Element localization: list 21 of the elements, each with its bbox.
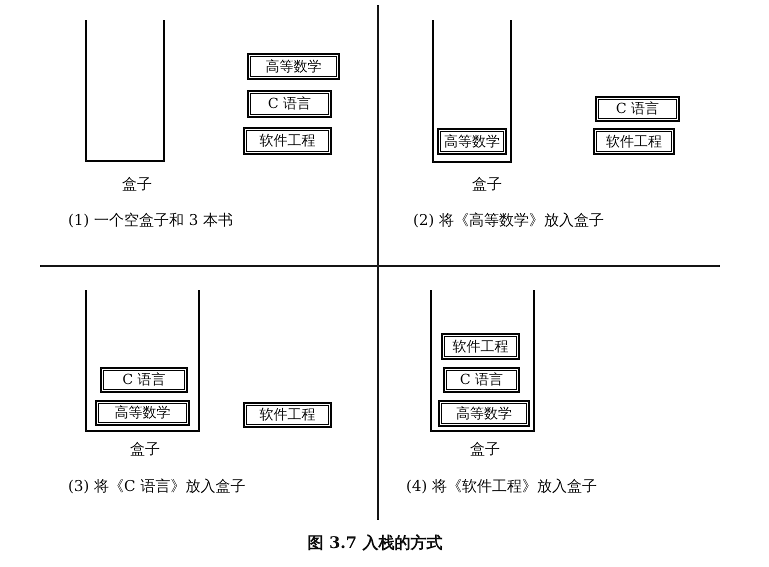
book-box: 软件工程 [593, 128, 675, 155]
book-box: C 语言 [247, 90, 332, 118]
book-box: 高等数学 [95, 400, 190, 426]
box-label: 盒子 [122, 175, 152, 194]
panel-caption: (3) 将《C 语言》放入盒子 [68, 477, 246, 496]
book-box: 高等数学 [437, 128, 507, 155]
book-box: C 语言 [443, 367, 520, 393]
book-box: C 语言 [100, 367, 188, 393]
book-box: 软件工程 [441, 333, 520, 360]
book-box: 软件工程 [243, 127, 332, 155]
box-label: 盒子 [472, 175, 502, 194]
book-box: 软件工程 [243, 402, 332, 428]
box-label: 盒子 [130, 440, 160, 459]
box-label: 盒子 [470, 440, 500, 459]
panel-caption: (1) 一个空盒子和 3 本书 [68, 211, 234, 230]
figure-caption: 图 3.7 入栈的方式 [308, 533, 442, 554]
panel-caption: (4) 将《软件工程》放入盒子 [406, 477, 598, 496]
book-box: 高等数学 [438, 400, 530, 427]
book-box: C 语言 [595, 96, 680, 122]
panel-caption: (2) 将《高等数学》放入盒子 [413, 211, 604, 230]
book-box: 高等数学 [247, 53, 340, 80]
